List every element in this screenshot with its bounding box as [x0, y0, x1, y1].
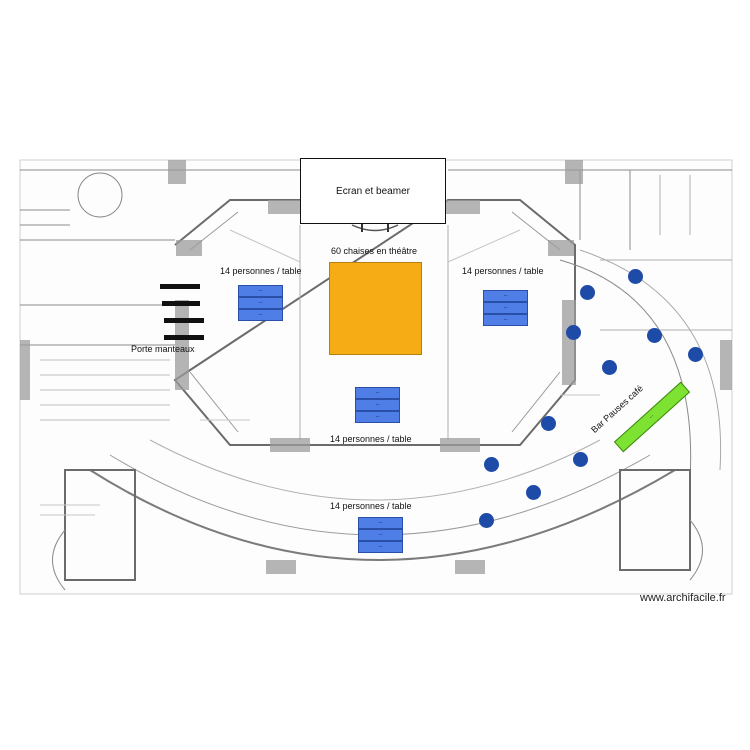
table-group-top-right[interactable]: -- -- --	[483, 290, 528, 326]
table-mark: --	[375, 402, 380, 408]
table[interactable]: --	[238, 309, 283, 321]
coffee-bar-mark: --	[648, 413, 656, 421]
table[interactable]: --	[483, 314, 528, 326]
table[interactable]: --	[483, 290, 528, 302]
table-group-top-right-label: 14 personnes / table	[462, 266, 544, 276]
table[interactable]: --	[358, 529, 403, 541]
standing-table-dot[interactable]	[526, 485, 541, 500]
standing-table-dot[interactable]	[580, 285, 595, 300]
coat-rack-bar[interactable]	[162, 301, 200, 306]
standing-table-dot[interactable]	[647, 328, 662, 343]
table-group-center[interactable]: -- -- --	[355, 387, 400, 423]
table-mark: --	[378, 544, 383, 550]
table-group-bottom-label: 14 personnes / table	[330, 501, 412, 511]
table[interactable]: --	[358, 541, 403, 553]
table[interactable]: --	[238, 297, 283, 309]
screen-and-projector[interactable]: Ecran et beamer	[300, 158, 446, 224]
table-mark: --	[375, 390, 380, 396]
table-mark: --	[258, 312, 263, 318]
standing-table-dot[interactable]	[479, 513, 494, 528]
table[interactable]: --	[358, 517, 403, 529]
theatre-label: 60 chaises en théâtre	[331, 246, 418, 256]
screen-label: Ecran et beamer	[336, 185, 410, 197]
table-group-top-left-label: 14 personnes / table	[220, 266, 302, 276]
table-mark: --	[378, 532, 383, 538]
coat-rack-bar[interactable]	[164, 318, 204, 323]
coat-rack-bar[interactable]	[164, 335, 204, 340]
table-mark: --	[258, 300, 263, 306]
coat-rack-label: Porte manteaux	[131, 344, 195, 354]
table-mark: --	[378, 520, 383, 526]
coat-rack-bar[interactable]	[160, 284, 200, 289]
standing-table-dot[interactable]	[566, 325, 581, 340]
standing-table-dot[interactable]	[688, 347, 703, 362]
table-mark: --	[503, 317, 508, 323]
table[interactable]: --	[355, 411, 400, 423]
table[interactable]: --	[238, 285, 283, 297]
theatre-seating-block[interactable]	[329, 262, 422, 355]
standing-table-dot[interactable]	[573, 452, 588, 467]
table-group-bottom[interactable]: -- -- --	[358, 517, 403, 553]
table-mark: --	[503, 305, 508, 311]
standing-table-dot[interactable]	[541, 416, 556, 431]
table[interactable]: --	[355, 399, 400, 411]
standing-table-dot[interactable]	[602, 360, 617, 375]
table-mark: --	[503, 293, 508, 299]
table-mark: --	[258, 288, 263, 294]
table-group-top-left[interactable]: -- -- --	[238, 285, 283, 321]
table-mark: --	[375, 414, 380, 420]
table-group-center-label: 14 personnes / table	[330, 434, 412, 444]
watermark: www.archifacile.fr	[640, 592, 726, 604]
table[interactable]: --	[355, 387, 400, 399]
standing-table-dot[interactable]	[484, 457, 499, 472]
table[interactable]: --	[483, 302, 528, 314]
standing-table-dot[interactable]	[628, 269, 643, 284]
